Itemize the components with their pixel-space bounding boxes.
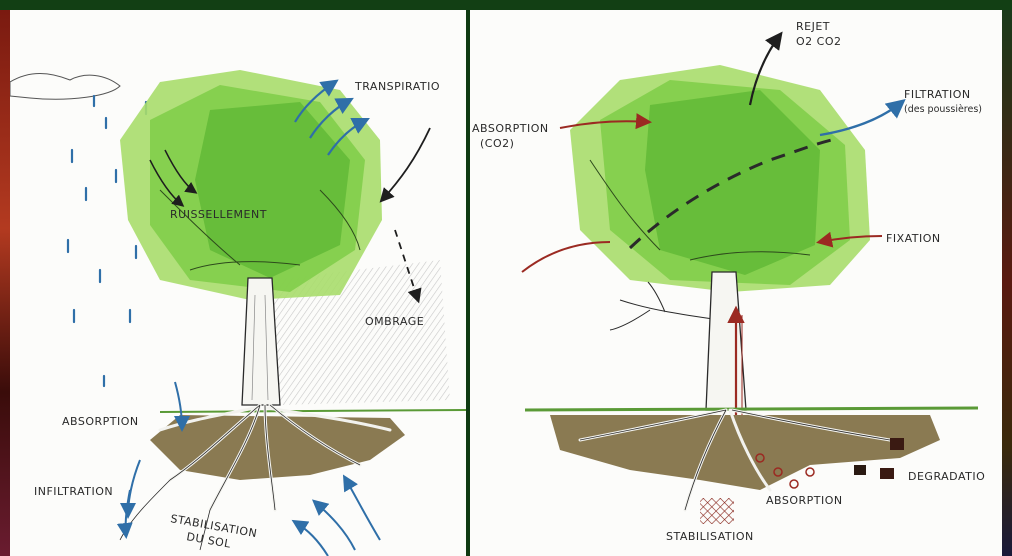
groundwater-arrows — [295, 478, 380, 556]
label-filtration-line1: FILTRATION — [904, 88, 971, 101]
label-degradation: DEGRADATIO — [908, 470, 985, 483]
right-edge-strip — [1002, 10, 1012, 556]
label-absorption-co2-line2: (CO2) — [480, 137, 514, 150]
water-functions-diagram: TRANSPIRATIO RUISSELLEMENT OMBRAGE ABSOR… — [10, 10, 466, 556]
label-ruissellement: RUISSELLEMENT — [170, 208, 267, 221]
carbon-functions-diagram: REJET O2 CO2 FILTRATION (des poussières)… — [470, 10, 1002, 556]
left-edge-strip — [0, 10, 10, 556]
sun-ray-arrow — [382, 128, 430, 200]
tree-trunk — [706, 272, 746, 410]
mycorrhizal-net — [700, 498, 734, 524]
top-frame-bar — [0, 0, 1012, 10]
label-fixation: FIXATION — [886, 232, 941, 245]
ground-line — [160, 410, 466, 412]
label-stabilisation: STABILISATION — [666, 530, 754, 543]
label-absorption: ABSORPTION — [62, 415, 139, 428]
ground-line — [525, 408, 978, 410]
label-infiltration: INFILTRATION — [34, 485, 113, 498]
water-functions-panel: TRANSPIRATIO RUISSELLEMENT OMBRAGE ABSOR… — [10, 10, 466, 556]
label-absorption-co2-line1: ABSORPTION — [472, 122, 549, 135]
label-transpiration: TRANSPIRATIO — [354, 80, 440, 93]
side-branch — [610, 282, 720, 330]
label-ombrage: OMBRAGE — [365, 315, 424, 328]
label-rejet-line2: O2 CO2 — [796, 35, 842, 48]
tree-foliage — [570, 65, 870, 292]
label-absorption-bottom: ABSORPTION — [766, 494, 843, 507]
label-filtration-line2: (des poussières) — [904, 104, 982, 115]
carbon-functions-panel: REJET O2 CO2 FILTRATION (des poussières)… — [470, 10, 1002, 556]
label-rejet-line1: REJET — [796, 20, 830, 33]
cloud-outline — [10, 74, 120, 100]
